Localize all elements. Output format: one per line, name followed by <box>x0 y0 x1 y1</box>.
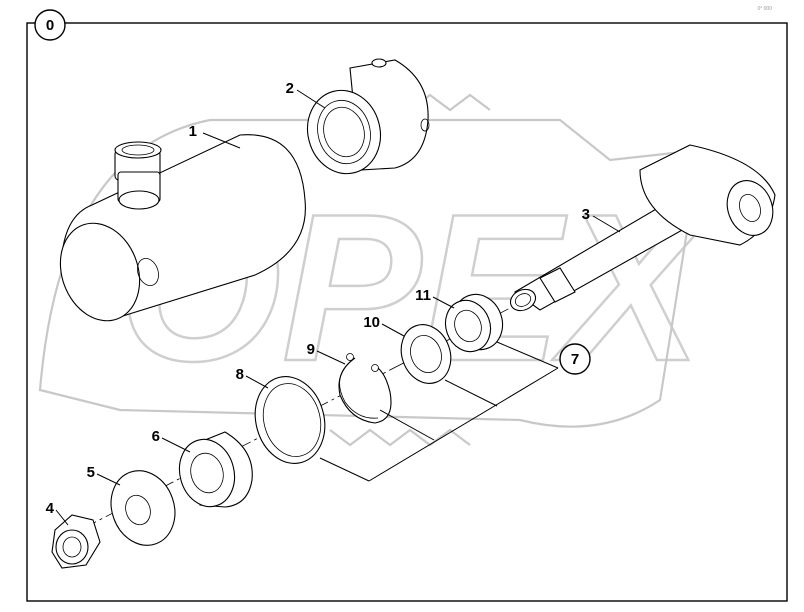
callout-10-label: 10 <box>363 314 380 331</box>
corner-note: 0° 000 <box>757 6 772 12</box>
callout-9-label: 9 <box>307 341 315 358</box>
callout-1-label: 1 <box>189 123 197 140</box>
callout-8-label: 8 <box>236 366 244 383</box>
part-11-bushing <box>444 293 504 353</box>
callout-11-label: 11 <box>415 287 431 304</box>
part-8-o-ring <box>254 376 326 464</box>
kit-7-bracket-lines <box>319 341 559 482</box>
callout-leaders <box>55 89 621 526</box>
callout-7-label: 7 <box>571 351 579 368</box>
drawing-frame <box>26 22 788 602</box>
part-10-seal <box>400 324 452 384</box>
callout-4-label: 4 <box>46 500 55 517</box>
sheet-index-badge: 0 <box>34 9 66 41</box>
sheet-index-label: 0 <box>46 17 54 34</box>
callout-3-label: 3 <box>582 206 590 223</box>
part-4-lock-nut <box>51 514 101 569</box>
part-3-piston-rod <box>509 144 776 312</box>
part-2-gland-head <box>307 58 430 175</box>
callout-6-label: 6 <box>152 428 160 445</box>
part-1-cylinder-barrel <box>59 134 306 322</box>
part-9-snap-ring <box>338 353 392 424</box>
callout-5-label: 5 <box>87 464 95 481</box>
part-6-piston <box>178 431 253 508</box>
part-5-washer <box>110 470 176 546</box>
kit-7-badge: 7 <box>559 343 591 375</box>
callout-2-label: 2 <box>286 80 294 97</box>
